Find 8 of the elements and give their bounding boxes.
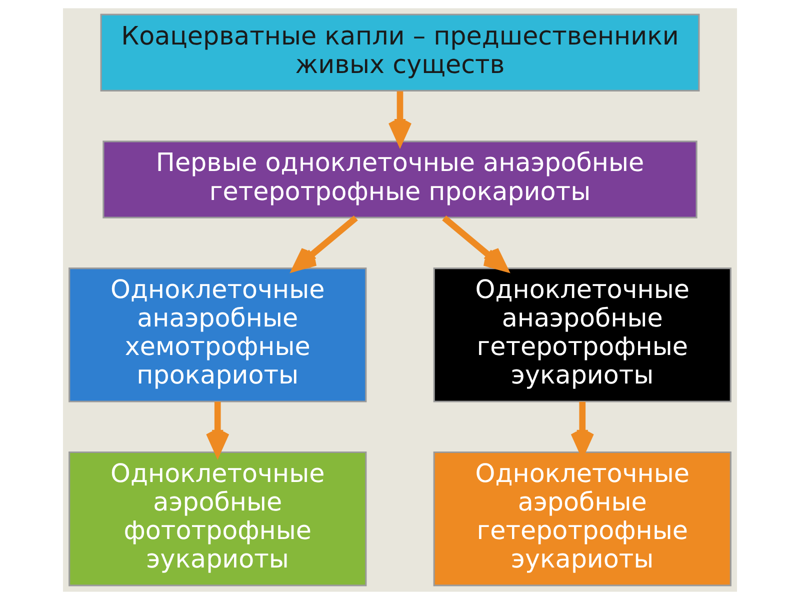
node-box: Одноклеточные аэробные гетеротрофные эукариоты: [433, 451, 732, 586]
arrow: [442, 215, 508, 272]
node-box: Коацерватные капли – предшественники живых существ: [100, 14, 700, 92]
arrow: [292, 215, 358, 272]
node-box: Одноклеточные аэробные фототрофные эукариоты: [68, 451, 367, 586]
node-box: Одноклеточные анаэробные хемотрофные прокариоты: [68, 267, 367, 402]
node-box: Одноклеточные анаэробные гетеротрофные эукариоты: [433, 267, 732, 402]
node-box: Первые одноклеточные анаэробные гетеротрофные прокариоты: [102, 140, 698, 218]
